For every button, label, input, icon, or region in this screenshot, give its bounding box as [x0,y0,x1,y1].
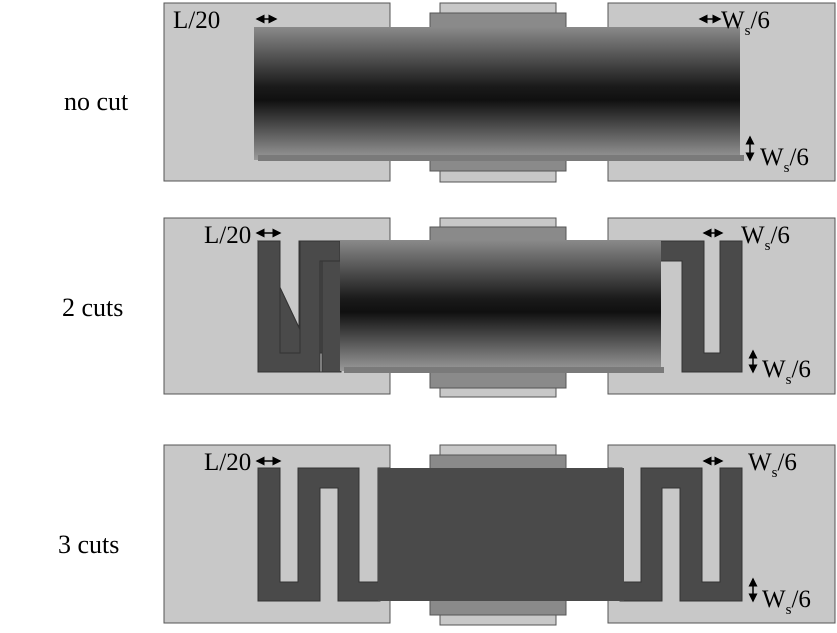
dim-right-top-label: Ws/6 [741,222,790,254]
dim-right-top-label: Ws/6 [721,7,770,39]
row-3-cuts: 3 cuts L/20 Ws/6 Ws/6 [58,444,836,626]
nanowire-cylinder [254,27,740,160]
central-electrode-block [378,468,624,601]
dim-right-bottom-label: Ws/6 [762,586,811,618]
row-2-cuts: 2 cuts L/20 Ws/6 Ws/6 [62,217,836,398]
cylinder-shadow [344,367,664,373]
dim-left-label: L/20 [173,7,220,34]
row-label: 3 cuts [58,530,119,559]
row-label: 2 cuts [62,293,123,322]
dim-left-label: L/20 [204,449,251,476]
dim-right-top-label: Ws/6 [748,449,797,481]
row-no-cut: no cut L/20 Ws/6 Ws/6 [64,2,836,183]
dim-right-bottom-label: Ws/6 [760,144,809,176]
dim-left-label: L/20 [204,222,251,249]
nanowire-cylinder [340,240,661,371]
cylinder-shadow [258,155,744,161]
dim-right-bottom-label: Ws/6 [762,356,811,388]
row-label: no cut [64,87,129,116]
